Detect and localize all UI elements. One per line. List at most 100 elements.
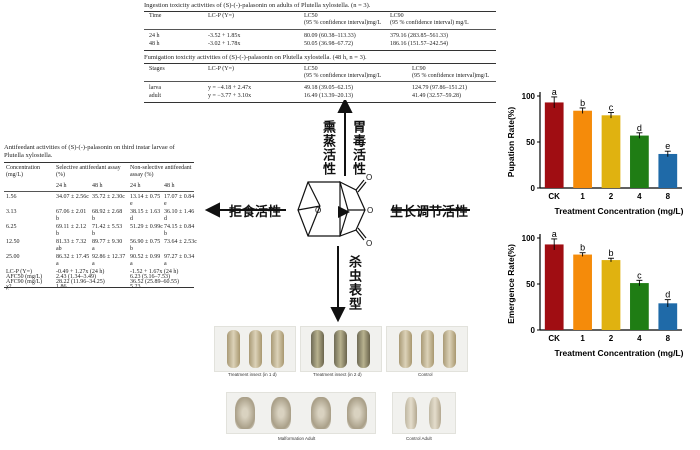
photo-label-malformation: Malformation Adult [278, 436, 316, 441]
arrow-right-head [338, 206, 350, 218]
larva-image [357, 330, 370, 368]
antifeedant-cell: 81.33 ± 7.32 ab [56, 239, 87, 252]
arrow-up [337, 100, 353, 176]
antifeedant-cell: -1.52 + 1.67x (24 h) [130, 269, 179, 275]
fumigation-top-rule [144, 63, 496, 64]
significance-letter: d [665, 290, 670, 300]
x-tick-label: 8 [666, 192, 671, 201]
antifeedant-subheader: 24 h [56, 183, 67, 189]
ingestion-header: Time [149, 13, 162, 19]
bar [601, 260, 621, 330]
fumigation-cell: 124.79 (97.86–151.21) [412, 85, 467, 91]
oxygen-carbonyl-top: O [366, 173, 372, 182]
antifeedant-cell: AFC90 (mg/L) [6, 279, 43, 285]
antifeedant-cell: 51.29 ± 0.99c [130, 224, 163, 230]
label-growth-regulation: 生长调节活性 [390, 205, 469, 220]
antifeedant-cell: 68.92 ± 2.68 b [92, 209, 123, 222]
ingestion-cell: 50.05 (36.98–67.72) [304, 41, 353, 47]
bar [573, 254, 592, 330]
bar [573, 110, 592, 188]
larva-image [443, 330, 456, 368]
fumigation-cell: 16.49 (13.39–20.13) [304, 93, 353, 99]
photo-label-control-adult: Control Adult [406, 436, 432, 441]
fumigation-header: LC-P (Y=) [208, 66, 234, 72]
significance-letter: e [665, 141, 670, 151]
ingestion-header: LC90 [390, 13, 404, 19]
antifeedant-cell: 3.13 [6, 209, 17, 215]
photo-control-adults [392, 392, 456, 434]
photo-label-treatment-1d: Treatment insect (in 1 d) [228, 372, 277, 377]
larva-image [271, 330, 284, 368]
bar [630, 283, 649, 330]
y-tick-label: 50 [526, 138, 535, 147]
adult-image [429, 397, 441, 429]
bar [658, 153, 678, 188]
ingestion-top-rule [144, 11, 496, 12]
x-tick-label: 8 [666, 334, 671, 343]
bar [544, 244, 564, 330]
bar [544, 102, 564, 188]
ingestion-header: LC50 [304, 13, 318, 19]
x-tick-label: 2 [609, 334, 614, 343]
antifeedant-caption: Antifeedant activities of (S)-(-)-palaso… [4, 144, 175, 159]
photo-control-larvae [386, 326, 468, 372]
fumigation-cell: y = −4.18 + 2.47x [208, 85, 252, 91]
fumigation-header: LC90 [412, 66, 426, 72]
oxygen-ring: O [367, 206, 373, 215]
larva-image [311, 330, 324, 368]
ingestion-cell: 24 h [149, 33, 160, 39]
antifeedant-header: Non-selective antifeedant assay (%) [130, 165, 192, 178]
adult-image [405, 397, 417, 429]
bar [658, 303, 678, 330]
adult-image [347, 397, 367, 429]
ingestion-cell: 80.09 (60.38–113.33) [304, 33, 356, 39]
larva-image [421, 330, 434, 368]
significance-letter: b [580, 98, 585, 108]
antifeedant-cell: 90.52 ± 0.99 a [130, 254, 161, 267]
y-tick-label: 100 [522, 234, 536, 243]
fumigation-header: Stages [149, 66, 165, 72]
photo-treatment-1d [214, 326, 296, 372]
antifeedant-cell: 73.64 ± 2.53c [164, 239, 197, 245]
antifeedant-header: Selective antifeedant assay (%) [56, 165, 121, 178]
antifeedant-cell: 6.25 [6, 224, 17, 230]
ingestion-caption: Ingestion toxicity activities of (S)-(-)… [144, 2, 371, 9]
adult-image [235, 397, 255, 429]
x-tick-label: 4 [637, 334, 642, 343]
ingestion-cell: 186.16 (151.57–242.54) [390, 41, 448, 47]
antifeedant-cell: 56.90 ± 0.75 b [130, 239, 161, 252]
antifeedant-cell: 28.22 (11.96–34.25) [56, 279, 105, 285]
photo-label-control: Control [418, 372, 433, 377]
antifeedant-mid-rule [4, 191, 194, 192]
x-tick-label: 1 [580, 334, 585, 343]
label-insecticidal-phenotype: 杀虫表型 [346, 255, 361, 311]
significance-letter: b [580, 243, 585, 253]
ingestion-subheader: (95 % confidence interval)mg/L [304, 20, 382, 26]
label-fumigation: 熏蒸活性 [320, 120, 335, 176]
y-tick-label: 0 [531, 326, 536, 335]
antifeedant-cell: 13.14 ± 0.75 e [130, 194, 161, 207]
y-axis-label: Emergence Rate(%) [506, 244, 516, 324]
ingestion-cell: -3.52 + 1.85x [208, 33, 241, 39]
antifeedant-cell: 86.32 ± 17.45 a [56, 254, 90, 267]
adult-image [311, 397, 331, 429]
antifeedant-cell: 67.06 ± 2.01 b [56, 209, 87, 222]
significance-letter: b [608, 248, 613, 258]
center-diagram: O O O O [204, 100, 470, 323]
fumigation-cell: y = −3.77 + 3.10x [208, 93, 252, 99]
antifeedant-cell: 92.86 ± 12.37 a [92, 254, 126, 267]
arrow-down [330, 246, 346, 323]
antifeedant-cell: 69.11 ± 2.12 b [56, 224, 87, 237]
x-tick-label: CK [548, 192, 560, 201]
x-axis-label: Treatment Concentration (mg/L) [555, 348, 684, 358]
larva-image [399, 330, 412, 368]
ingestion-cell: 48 h [149, 41, 160, 47]
antifeedant-cell: LC-P (Y=) [6, 269, 32, 275]
antifeedant-cell: 34.07 ± 2.56c [56, 194, 89, 200]
fumigation-mid-rule [144, 81, 496, 82]
photo-label-treatment-2d: Treatment insect (in 2 d) [313, 372, 362, 377]
ingestion-subheader: (95 % confidence interval) mg/L [390, 20, 469, 26]
larva-image [227, 330, 240, 368]
